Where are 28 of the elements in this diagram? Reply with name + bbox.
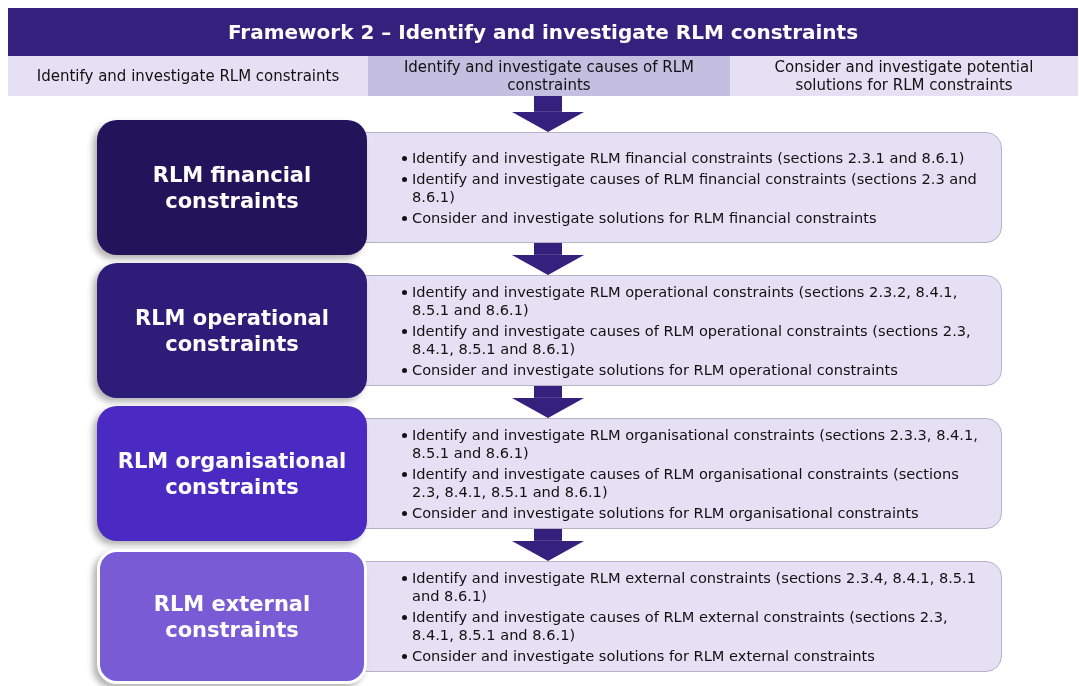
down-arrow: [511, 96, 585, 132]
category-box: RLM organisational constraints: [97, 406, 367, 541]
bullet-text: Identify and investigate causes of RLM financial constraints (sections 2.3 and 8.6.1): [412, 170, 977, 205]
bullet-panel: [365, 132, 1002, 243]
bullet-text: Consider and investigate solutions for RLM financial constraints: [412, 209, 877, 226]
bullet-text: Consider and investigate solutions for RLM operational constraints: [412, 361, 898, 378]
bullet-text: Identify and investigate causes of RLM external constraints (sections 2.3, 8.4.1, 8.5.1 and 8.6.1): [412, 608, 948, 643]
down-arrow: [511, 243, 585, 275]
bullet-text: Consider and investigate solutions for RLM external constraints: [412, 647, 875, 664]
column-header: Identify and investigate RLM constraints: [8, 56, 368, 96]
bullet-text: Identify and investigate causes of RLM operational constraints (sections 2.3, 8.4.1, 8.5.1 and 8.6.1): [412, 322, 971, 357]
category-box: RLM financial constraints: [97, 120, 367, 255]
bullet-text: Consider and investigate solutions for RLM organisational constraints: [412, 504, 919, 521]
bullet-text: Identify and investigate RLM operational constraints (sections 2.3.2, 8.4.1, 8.5.1 and 8.6.1): [412, 283, 958, 318]
category-box: RLM operational constraints: [97, 263, 367, 398]
bullet-panel: [365, 418, 1002, 529]
down-arrow: [511, 386, 585, 418]
down-arrow: [511, 529, 585, 561]
title-bar: Framework 2 – Identify and investigate RLM constraints: [8, 8, 1078, 56]
bullet-text: Identify and investigate causes of RLM organisational constraints (sections 2.3, 8.4.1, 8.5.1 and 8.6.1): [412, 465, 959, 500]
category-box: RLM external constraints: [97, 549, 367, 684]
bullet-text: Identify and investigate RLM organisational constraints (sections 2.3.3, 8.4.1, 8.5.1 and 8.6.1): [412, 426, 978, 461]
column-header: Consider and investigate potential solutions for RLM constraints: [730, 56, 1078, 96]
column-header: Identify and investigate causes of RLM constraints: [368, 56, 730, 96]
bullet-panel: [365, 275, 1002, 386]
bullet-text: Identify and investigate RLM financial constraints (sections 2.3.1 and 8.6.1): [412, 149, 965, 166]
bullet-panel: [365, 561, 1002, 672]
bullet-text: Identify and investigate RLM external constraints (sections 2.3.4, 8.4.1, 8.5.1 and 8.6.1): [412, 569, 977, 604]
